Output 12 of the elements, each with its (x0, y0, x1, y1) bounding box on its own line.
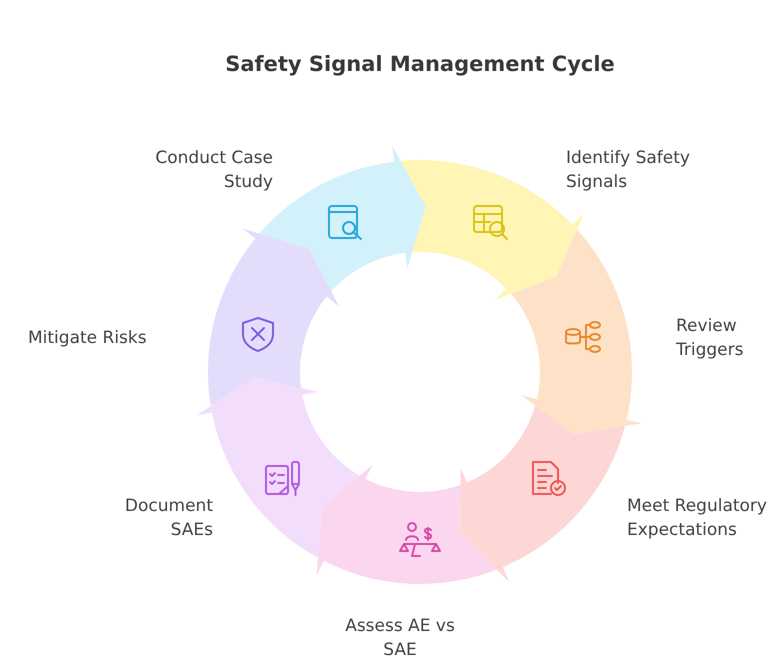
arrow-segment (316, 464, 497, 584)
arrow-segment (510, 230, 642, 434)
step-label: Conduct Case Study (154, 147, 273, 194)
diagram-title: Safety Signal Management Cycle (224, 52, 616, 76)
step-label: Meet Regulatory Expectations (627, 495, 767, 542)
step-label: Review Triggers (676, 315, 744, 362)
step-label: Assess AE vs SAE (344, 615, 456, 662)
step-label: Identify Safety Signals (566, 147, 691, 194)
arrow-segment (460, 406, 625, 582)
step-label: Mitigate Risks (28, 327, 148, 350)
arrow-segment (208, 228, 340, 406)
step-label: Document SAEs (124, 495, 213, 542)
